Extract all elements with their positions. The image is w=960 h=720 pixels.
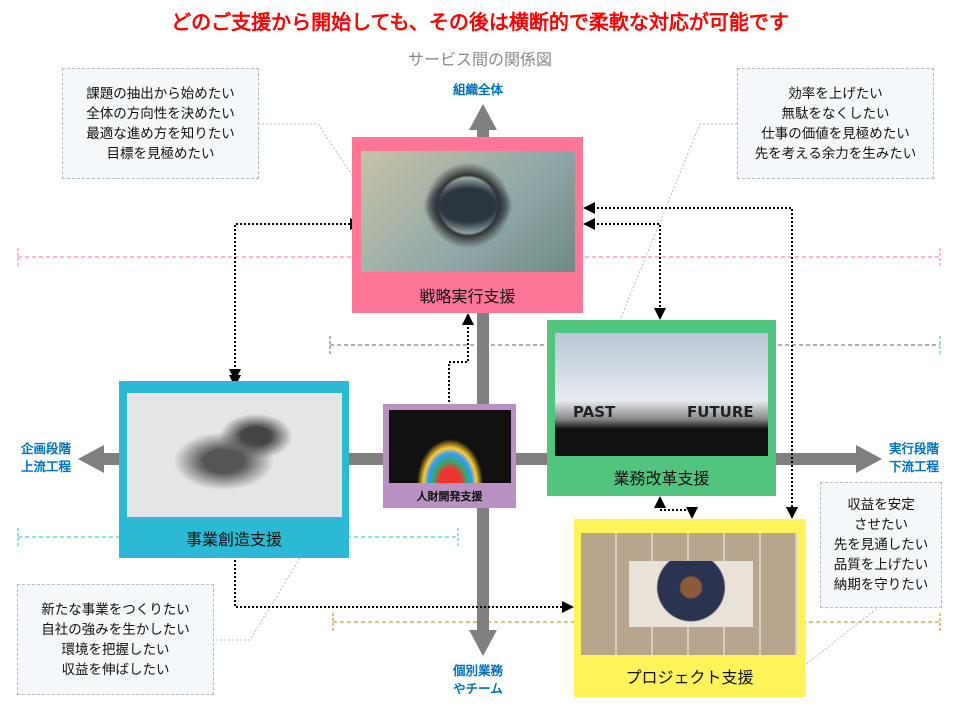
- note-line: 納期を守りたい: [833, 577, 929, 593]
- diagram-subtitle: サービス間の関係図: [407, 50, 552, 69]
- note-line: 課題の抽出から始めたい: [86, 85, 235, 102]
- note-line: 新たな事業をつくりたい: [41, 601, 190, 618]
- service-label: 人財開発支援: [416, 490, 483, 503]
- note-line: 自社の強みを生かしたい: [41, 621, 190, 638]
- note-line: 収益を伸ばしたい: [61, 661, 170, 678]
- axis-label-top: 組織全体: [452, 82, 503, 97]
- note-project: 収益を安定させたい先を見通したい品質を上げたい納期を守りたい: [820, 482, 942, 608]
- note-line: 先を見通したい: [833, 537, 929, 553]
- axis-label-line: 上流工程: [20, 459, 71, 474]
- service-operations[interactable]: PAST FUTURE 業務改革支援: [547, 320, 776, 496]
- service-label: プロジェクト支援: [625, 668, 754, 687]
- note-line: 最適な進め方を知りたい: [86, 125, 235, 142]
- jumping-people-image: [127, 393, 342, 517]
- service-label: 戦略実行支援: [419, 287, 516, 306]
- note-connectors: [212, 123, 881, 666]
- note-line: 無駄をなくしたい: [781, 105, 890, 122]
- service-business-creation[interactable]: 事業創造支援: [119, 381, 349, 558]
- axis-label-line: 企画段階: [20, 441, 71, 456]
- note-line: 環境を把握したい: [61, 641, 170, 658]
- note-operations: 効率を上げたい無駄をなくしたい仕事の価値を見極めたい先を考える余力を生みたい: [737, 68, 934, 179]
- note-strategy: 課題の抽出から始めたい全体の方向性を決めたい最適な進め方を知りたい目標を見極めた…: [62, 68, 259, 179]
- note-line: 全体の方向性を決めたい: [86, 105, 235, 122]
- note-line: 収益を安定: [847, 497, 915, 513]
- note-line: 仕事の価値を見極めたい: [761, 125, 910, 142]
- image-text-past: PAST: [573, 403, 616, 421]
- axis-label-left: 企画段階上流工程: [10, 440, 82, 476]
- main-speaker-tile: [629, 561, 753, 627]
- note-line: 目標を見極めたい: [106, 145, 215, 162]
- service-label: 事業創造支援: [185, 530, 282, 549]
- service-project[interactable]: プロジェクト支援: [574, 519, 805, 697]
- service-strategy[interactable]: 戦略実行支援: [352, 137, 583, 313]
- note-line: させたい: [854, 517, 908, 533]
- image-text-future: FUTURE: [687, 403, 754, 421]
- note-business-creation: 新たな事業をつくりたい自社の強みを生かしたい環境を把握したい収益を伸ばしたい: [17, 584, 214, 695]
- service-label: 業務改革支援: [613, 469, 710, 488]
- past-future-image: PAST FUTURE: [555, 333, 768, 456]
- video-conference-image: [581, 533, 797, 655]
- note-line: 品質を上げたい: [833, 557, 929, 573]
- axis-label-line: 実行段階: [888, 441, 939, 456]
- band-line-strategy: [17, 248, 941, 266]
- axis-label-bottom: 個別業務やチーム: [440, 662, 516, 698]
- page-title: どのご支援から開始しても、その後は横断的で柔軟な対応が可能です: [171, 10, 789, 34]
- axis-label-line: 個別業務: [452, 663, 503, 678]
- note-line: 効率を上げたい: [788, 85, 883, 102]
- axis-label-line: やチーム: [453, 681, 503, 696]
- axis-label-line: 下流工程: [888, 459, 939, 474]
- axis-label-right: 実行段階下流工程: [878, 440, 950, 476]
- service-hr[interactable]: 人財開発支援: [383, 404, 516, 508]
- colorful-lines-image: [389, 410, 511, 483]
- skydivers-image: [361, 151, 575, 272]
- note-line: 先を考える余力を生みたい: [754, 145, 917, 162]
